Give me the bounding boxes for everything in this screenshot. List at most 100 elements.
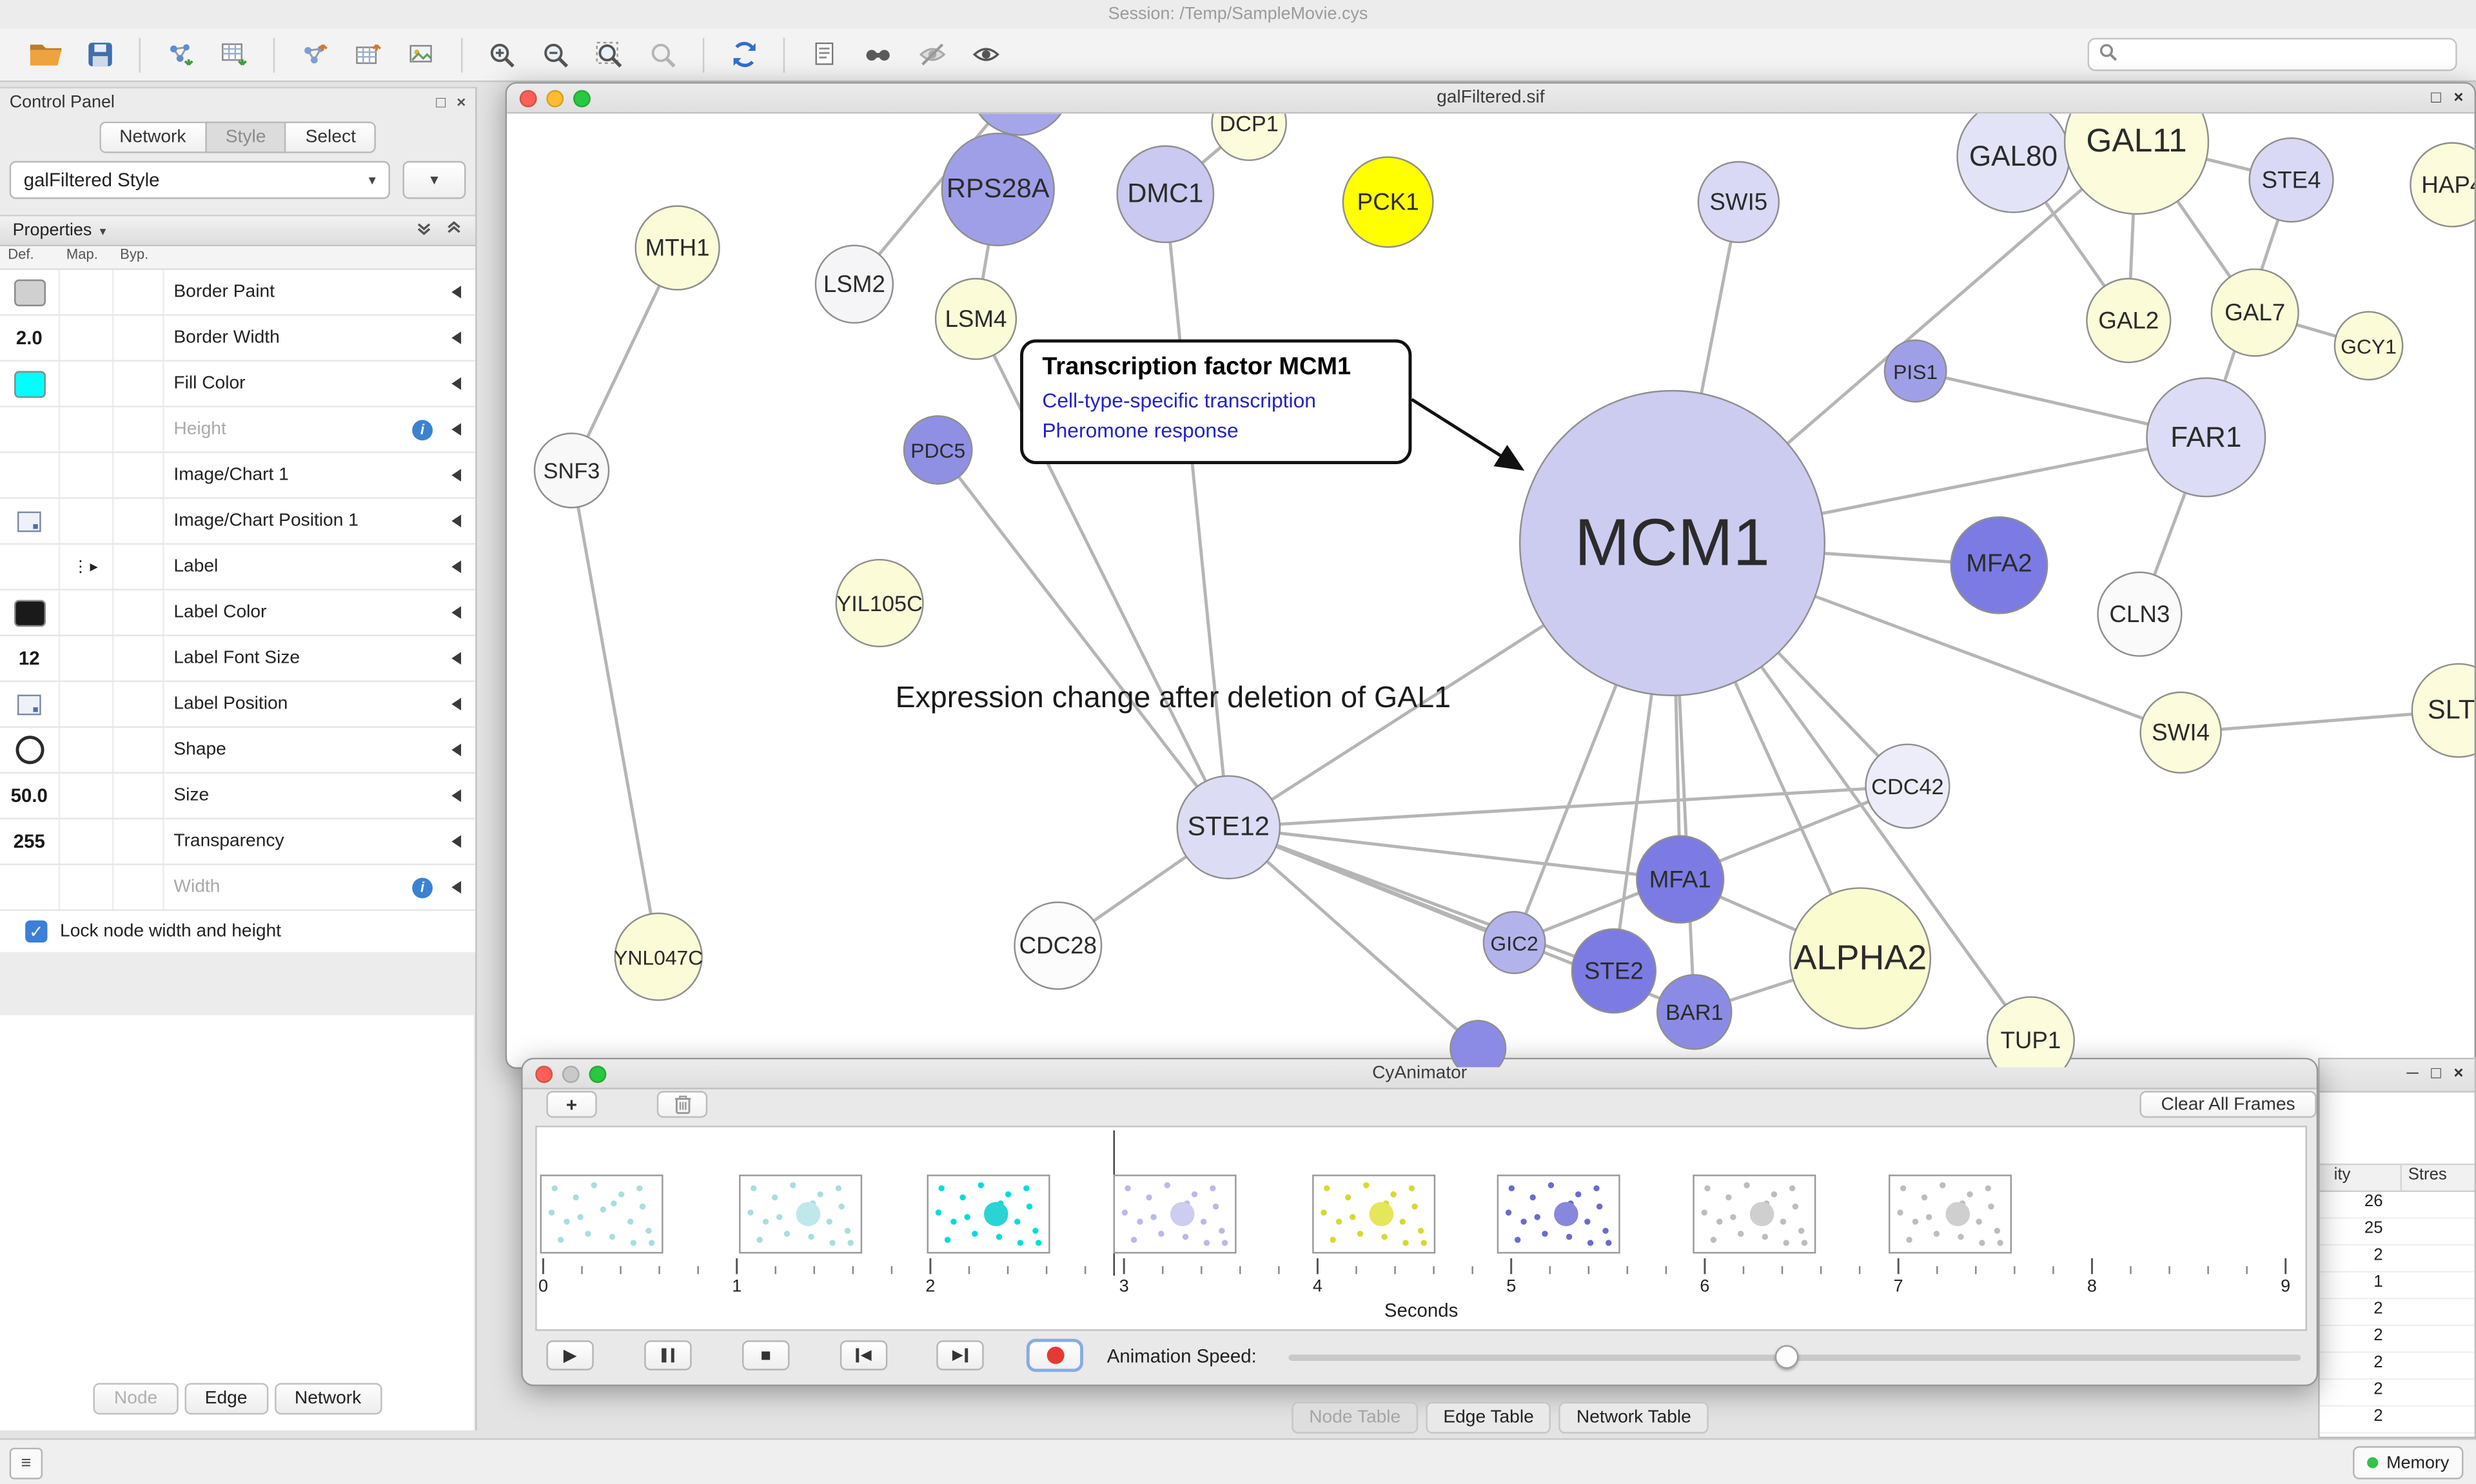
default-value-cell[interactable]: [0, 269, 61, 315]
edge-SNF3-YNL047C[interactable]: [570, 470, 660, 957]
property-row-label-color[interactable]: Label Color: [0, 590, 476, 636]
property-row-border-paint[interactable]: Border Paint: [0, 269, 476, 316]
export-table-icon[interactable]: [344, 34, 391, 75]
node-ste4[interactable]: STE4: [2248, 137, 2334, 223]
expand-row-icon[interactable]: [446, 606, 462, 620]
export-network-icon[interactable]: [291, 34, 338, 75]
play-button[interactable]: ▶: [546, 1340, 594, 1371]
node-nodeb[interactable]: [1449, 1020, 1507, 1068]
node-bar1[interactable]: BAR1: [1656, 974, 1733, 1050]
table-row[interactable]: 1: [2319, 1273, 2475, 1300]
bypass-cell[interactable]: [113, 498, 164, 543]
zoom-in-icon[interactable]: [478, 34, 526, 75]
node-cdc28[interactable]: CDC28: [1014, 901, 1103, 990]
mapping-cell[interactable]: [60, 865, 114, 910]
record-button[interactable]: [1026, 1338, 1084, 1372]
first-neighbors-icon[interactable]: [854, 34, 901, 75]
edge-STE12-MFA1[interactable]: [1228, 825, 1681, 881]
panel-tab-network[interactable]: Network: [274, 1383, 382, 1415]
mapping-cell[interactable]: [60, 315, 114, 360]
import-network-icon[interactable]: [156, 34, 203, 75]
bypass-cell[interactable]: [113, 636, 164, 681]
canvas-text-annotation[interactable]: Expression change after deletion of GAL1: [895, 681, 1451, 716]
property-row-label-position[interactable]: Label Position: [0, 681, 476, 728]
table-row[interactable]: 2: [2319, 1407, 2475, 1434]
annotation-link[interactable]: Pheromone response: [1042, 418, 1239, 442]
close-window-icon[interactable]: [535, 1064, 553, 1082]
zoom-window-icon[interactable]: [589, 1064, 607, 1082]
default-value-cell[interactable]: [0, 361, 61, 406]
network-canvas[interactable]: Transcription factor MCM1 Cell-type-spec…: [507, 113, 2475, 1068]
mapping-cell[interactable]: [60, 453, 114, 498]
annotation-box[interactable]: Transcription factor MCM1 Cell-type-spec…: [1020, 339, 1412, 464]
save-session-icon[interactable]: [76, 34, 123, 75]
expand-all-icon[interactable]: [446, 219, 463, 241]
mapping-cell[interactable]: [60, 819, 114, 864]
node-pck1[interactable]: PCK1: [1342, 156, 1434, 248]
close-window-icon[interactable]: [519, 89, 537, 107]
default-value-cell[interactable]: [0, 590, 61, 635]
bypass-cell[interactable]: [113, 453, 164, 498]
info-icon[interactable]: i: [412, 877, 433, 898]
expand-row-icon[interactable]: [446, 835, 462, 848]
hide-details-icon[interactable]: [908, 34, 955, 75]
node-slt2[interactable]: SLT2: [2411, 663, 2475, 758]
mapping-cell[interactable]: [60, 269, 114, 315]
node-mth1[interactable]: MTH1: [634, 205, 720, 291]
slider-thumb[interactable]: [1774, 1345, 1799, 1369]
mapping-cell[interactable]: [60, 636, 114, 681]
expand-row-icon[interactable]: [446, 423, 462, 436]
panel-tab-edge[interactable]: Edge: [184, 1383, 268, 1415]
next-button[interactable]: ▶: [936, 1340, 984, 1371]
minimize-window-icon[interactable]: [562, 1064, 580, 1082]
default-value-cell[interactable]: [0, 544, 61, 589]
node-snf3[interactable]: SNF3: [533, 433, 610, 509]
style-options-button[interactable]: ▾: [402, 161, 466, 199]
expand-row-icon[interactable]: [446, 789, 462, 803]
open-session-icon[interactable]: [22, 34, 69, 75]
default-value-cell[interactable]: [0, 865, 61, 910]
expand-row-icon[interactable]: [446, 560, 462, 573]
node-far1[interactable]: FAR1: [2146, 377, 2266, 498]
frame-thumbnail-7[interactable]: [1693, 1175, 1816, 1254]
node-swi4[interactable]: SWI4: [2139, 691, 2222, 774]
bypass-cell[interactable]: [113, 269, 164, 315]
frame-thumbnail-1[interactable]: [540, 1175, 663, 1254]
pause-button[interactable]: [644, 1340, 692, 1371]
expand-row-icon[interactable]: [446, 652, 462, 665]
add-frame-button[interactable]: +: [546, 1091, 597, 1118]
export-image-icon[interactable]: [398, 34, 445, 75]
clear-all-frames-button[interactable]: Clear All Frames: [2139, 1091, 2317, 1118]
frame-thumbnail-3[interactable]: [927, 1175, 1050, 1254]
bypass-cell[interactable]: [113, 407, 164, 452]
frame-thumbnail-5[interactable]: [1312, 1175, 1436, 1254]
mapping-cell[interactable]: [60, 774, 114, 818]
cyanimator-titlebar[interactable]: CyAnimator: [522, 1059, 2317, 1089]
node-tup1[interactable]: TUP1: [1986, 996, 2075, 1068]
default-value-cell[interactable]: 2.0: [0, 315, 61, 360]
panel-tab-node[interactable]: Node: [93, 1383, 179, 1415]
expand-row-icon[interactable]: [446, 743, 462, 757]
default-value-cell[interactable]: [0, 727, 61, 772]
node-yil105c[interactable]: YIL105C: [835, 558, 924, 648]
float-window-icon[interactable]: □: [436, 93, 446, 112]
mapping-cell[interactable]: [60, 498, 114, 543]
minimize-window-icon[interactable]: [546, 89, 564, 107]
zoom-window-icon[interactable]: [573, 89, 591, 107]
default-value-cell[interactable]: [0, 681, 61, 727]
node-mcm1[interactable]: MCM1: [1518, 389, 1826, 697]
panel-list-icon[interactable]: ≡: [9, 1447, 43, 1479]
default-value-cell[interactable]: 12: [0, 636, 61, 681]
zoom-fit-icon[interactable]: [586, 34, 633, 75]
bypass-cell[interactable]: [113, 681, 164, 727]
expand-row-icon[interactable]: [446, 377, 462, 390]
bypass-cell[interactable]: [113, 315, 164, 360]
bypass-cell[interactable]: [113, 361, 164, 406]
expand-row-icon[interactable]: [446, 698, 462, 711]
property-row-fill-color[interactable]: Fill Color: [0, 361, 476, 407]
mapping-cell[interactable]: [60, 361, 114, 406]
node-gal80[interactable]: GAL80: [1956, 113, 2070, 213]
memory-button[interactable]: Memory: [2353, 1446, 2464, 1479]
